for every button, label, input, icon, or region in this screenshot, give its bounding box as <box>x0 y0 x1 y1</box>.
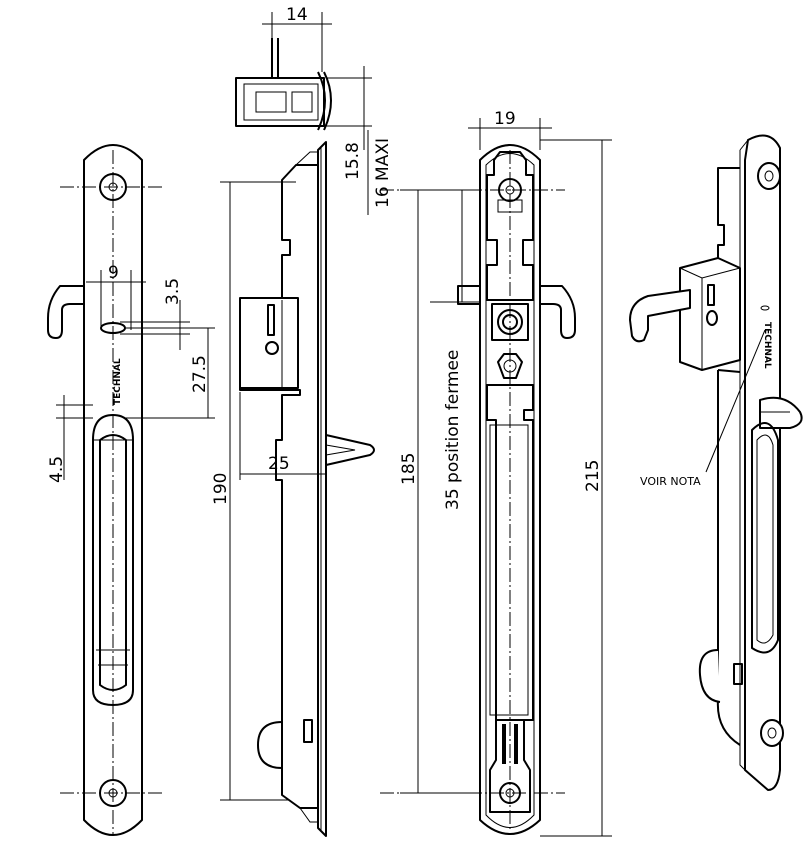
dimension-4-5: 4.5 <box>47 456 67 483</box>
isometric-view: TECHNAL VOIR NOTA <box>629 134 803 791</box>
top-view: 14 15.8 16 MAXI <box>235 5 393 215</box>
dimension-25: 25 <box>268 454 290 474</box>
dimension-15-8: 15.8 <box>343 142 363 180</box>
rear-view: 19 35 position fermee 185 215 <box>380 109 612 837</box>
brand-front: TECHNAL <box>113 358 123 405</box>
dimension-16-maxi: 16 MAXI <box>373 138 393 208</box>
dimension-19: 19 <box>494 109 516 129</box>
dimension-185: 185 <box>399 453 419 485</box>
dimension-190: 190 <box>211 473 231 505</box>
dimension-9: 9 <box>108 263 119 283</box>
front-view: TECHNAL 9 3.5 27.5 4.5 <box>47 144 215 836</box>
dimension-3-5: 3.5 <box>163 278 183 305</box>
side-view: 190 25 <box>211 141 375 837</box>
dimension-27-5: 27.5 <box>190 355 210 393</box>
dimension-35-position: 35 position fermee <box>443 350 463 510</box>
dimension-215: 215 <box>583 460 603 492</box>
voir-nota-label: VOIR NOTA <box>640 475 701 488</box>
dimension-14: 14 <box>286 5 308 25</box>
brand-iso: TECHNAL <box>762 322 772 369</box>
